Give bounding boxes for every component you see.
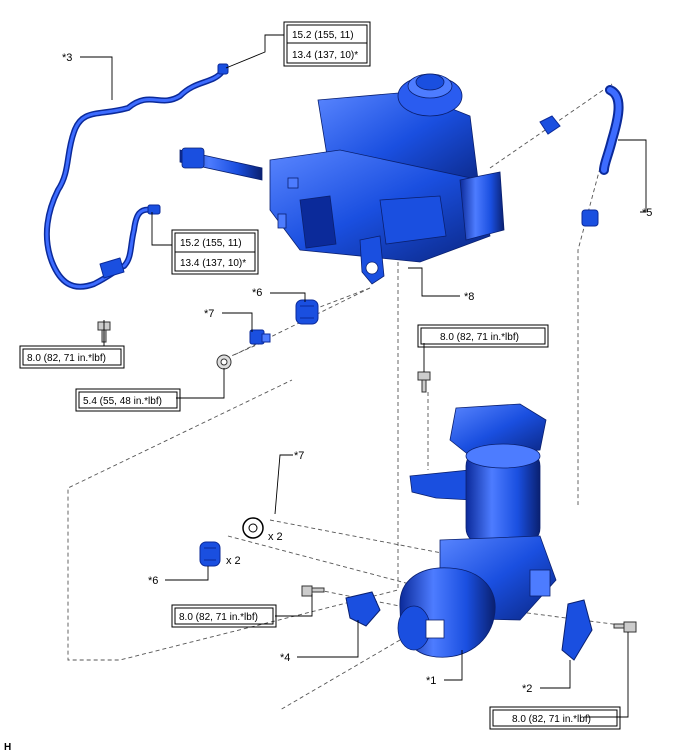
torque-nut: 5.4 (55, 48 in.*lbf) bbox=[83, 396, 162, 407]
quantity-7: x 2 bbox=[268, 531, 283, 543]
leader-lines bbox=[80, 34, 647, 718]
callout-7-upper: *7 bbox=[204, 308, 214, 320]
collar-7-lower bbox=[242, 517, 264, 539]
torque-box-nut bbox=[75, 388, 181, 412]
torque-box-top bbox=[283, 21, 371, 67]
corner-code: H bbox=[4, 742, 11, 753]
collar-7-upper bbox=[249, 329, 271, 345]
torque-left-bolt: 8.0 (82, 71 in.*lbf) bbox=[27, 353, 106, 364]
torque-box-bracket-upper bbox=[417, 324, 549, 348]
grommet-6-upper bbox=[295, 299, 319, 325]
quantity-6: x 2 bbox=[226, 555, 241, 567]
brake-actuator-assembly-1 bbox=[397, 403, 557, 658]
torque-box-left-bolt bbox=[19, 345, 125, 369]
callout-5: *5 bbox=[642, 207, 652, 219]
bracket-4 bbox=[345, 591, 381, 627]
torque-bracket-upper: 8.0 (82, 71 in.*lbf) bbox=[440, 332, 519, 343]
callout-4: *4 bbox=[280, 652, 290, 664]
grommet-6-lower bbox=[199, 541, 221, 567]
master-cylinder-assembly bbox=[179, 73, 505, 285]
torque-mid-line1: 15.2 (155, 11) bbox=[180, 238, 242, 249]
callout-2: *2 bbox=[522, 683, 532, 695]
actuator-bracket-bolt bbox=[417, 371, 431, 393]
bolt-lower-left bbox=[301, 585, 325, 597]
torque-bottom-right: 8.0 (82, 71 in.*lbf) bbox=[512, 714, 591, 725]
torque-box-mid bbox=[171, 229, 259, 275]
torque-box-bracket-lower bbox=[171, 604, 277, 628]
callout-1: *1 bbox=[426, 675, 436, 687]
torque-top-line2: 13.4 (137, 10)* bbox=[292, 50, 358, 61]
bolt-lower-right bbox=[613, 621, 637, 633]
reservoir-hose-5 bbox=[539, 85, 624, 227]
callout-8: *8 bbox=[464, 291, 474, 303]
torque-bracket-lower: 8.0 (82, 71 in.*lbf) bbox=[179, 612, 258, 623]
torque-box-bottom-right bbox=[489, 706, 621, 730]
callout-3: *3 bbox=[62, 52, 72, 64]
callout-6-lower: *6 bbox=[148, 575, 158, 587]
callout-6-upper: *6 bbox=[252, 287, 262, 299]
torque-mid-line2: 13.4 (137, 10)* bbox=[180, 258, 246, 269]
bracket-2 bbox=[561, 599, 593, 661]
callout-7-lower: *7 bbox=[294, 450, 304, 462]
nut bbox=[216, 354, 232, 370]
torque-top-line1: 15.2 (155, 11) bbox=[292, 30, 354, 41]
brake-tube-3 bbox=[43, 63, 229, 290]
